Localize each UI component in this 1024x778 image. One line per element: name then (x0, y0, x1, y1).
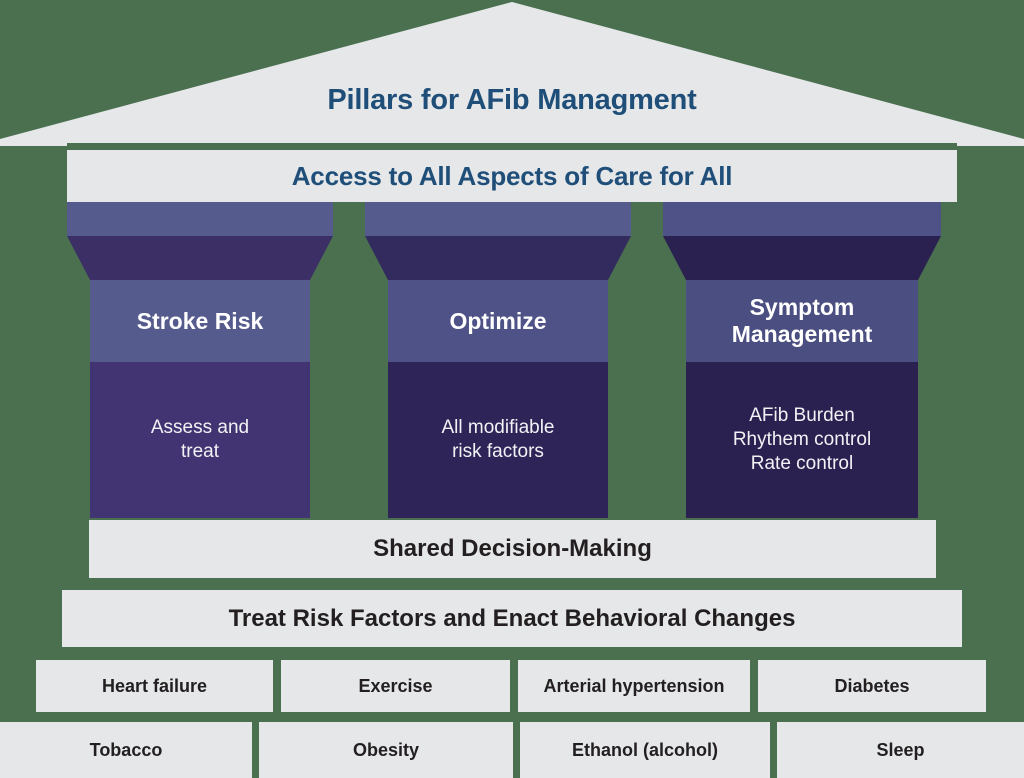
risk-factor-label: Sleep (876, 739, 925, 760)
pillar-title-text: Optimize (449, 307, 547, 334)
pillar-title-band: Symptom Management (686, 280, 918, 362)
risk-factor-label: Diabetes (834, 675, 910, 696)
pillar-body-panel: Assess and treat (90, 362, 310, 518)
risk-factor-label: Exercise (358, 675, 433, 696)
pillar-body-panel: All modifiable risk factors (388, 362, 608, 518)
risk-factor-label: Ethanol (alcohol) (572, 739, 718, 760)
risk-factor-chip-ethanol[interactable]: Ethanol (alcohol) (520, 722, 770, 778)
pillar-title-band: Optimize (388, 280, 608, 362)
pillar-capital-taper (663, 236, 941, 280)
risk-factor-label: Obesity (352, 739, 420, 760)
architrave-label: Access to All Aspects of Care for All (291, 160, 733, 191)
shared-decision-making-label: Shared Decision-Making (373, 535, 652, 562)
treat-risk-factors-label: Treat Risk Factors and Enact Behavioral … (228, 604, 796, 632)
pillar-symptom-management[interactable]: Symptom Management AFib Burden Rhythem c… (663, 202, 941, 518)
risk-factor-chip-sleep[interactable]: Sleep (777, 722, 1024, 778)
pillar-body-line: Assess and (150, 416, 250, 438)
pillar-body-line: All modifiable (441, 416, 555, 438)
pillar-title-text: Management (731, 321, 873, 347)
pillar-capital-taper (365, 236, 631, 280)
risk-factor-chip-diabetes[interactable]: Diabetes (758, 660, 986, 712)
pillar-title-text: Stroke Risk (136, 307, 264, 334)
pediment-roof: Pillars for AFib Managment (0, 0, 1024, 146)
risk-factor-chip-tobacco[interactable]: Tobacco (0, 722, 252, 778)
pillar-capital-taper (67, 236, 333, 280)
pillar-capital-top (365, 202, 631, 236)
shared-decision-making-bar: Shared Decision-Making (89, 520, 936, 578)
pillar-body-line: Rhythem control (732, 428, 872, 450)
pillar-title-text: Symptom (749, 294, 855, 321)
pillar-body-line: risk factors (452, 441, 544, 462)
risk-factor-chip-obesity[interactable]: Obesity (259, 722, 513, 778)
risk-factor-label: Heart failure (101, 675, 208, 696)
pillar-optimize[interactable]: Optimize All modifiable risk factors (365, 202, 631, 518)
pillar-body-line: treat (180, 441, 219, 462)
pillar-capital-top (67, 202, 333, 236)
pillar-body-line: Rate control (750, 453, 854, 475)
architrave-band: Access to All Aspects of Care for All (67, 150, 957, 202)
pillar-title-band: Stroke Risk (90, 280, 310, 362)
risk-factor-chip-exercise[interactable]: Exercise (281, 660, 510, 712)
risk-factor-label: Tobacco (89, 739, 163, 760)
risk-factor-chip-arterial-hypertension[interactable]: Arterial hypertension (518, 660, 750, 712)
pillar-stroke-risk[interactable]: Stroke Risk Assess and treat (67, 202, 333, 518)
pillar-body-line: AFib Burden (749, 404, 855, 426)
pillar-capital-top (663, 202, 941, 236)
treat-risk-factors-bar: Treat Risk Factors and Enact Behavioral … (62, 590, 962, 647)
risk-factor-label: Arterial hypertension (543, 675, 725, 696)
pillar-body-panel: AFib Burden Rhythem control Rate control (686, 362, 918, 518)
pillars-group: Stroke Risk Assess and treat Optimize (0, 202, 1024, 518)
risk-factor-chip-heart-failure[interactable]: Heart failure (36, 660, 273, 712)
